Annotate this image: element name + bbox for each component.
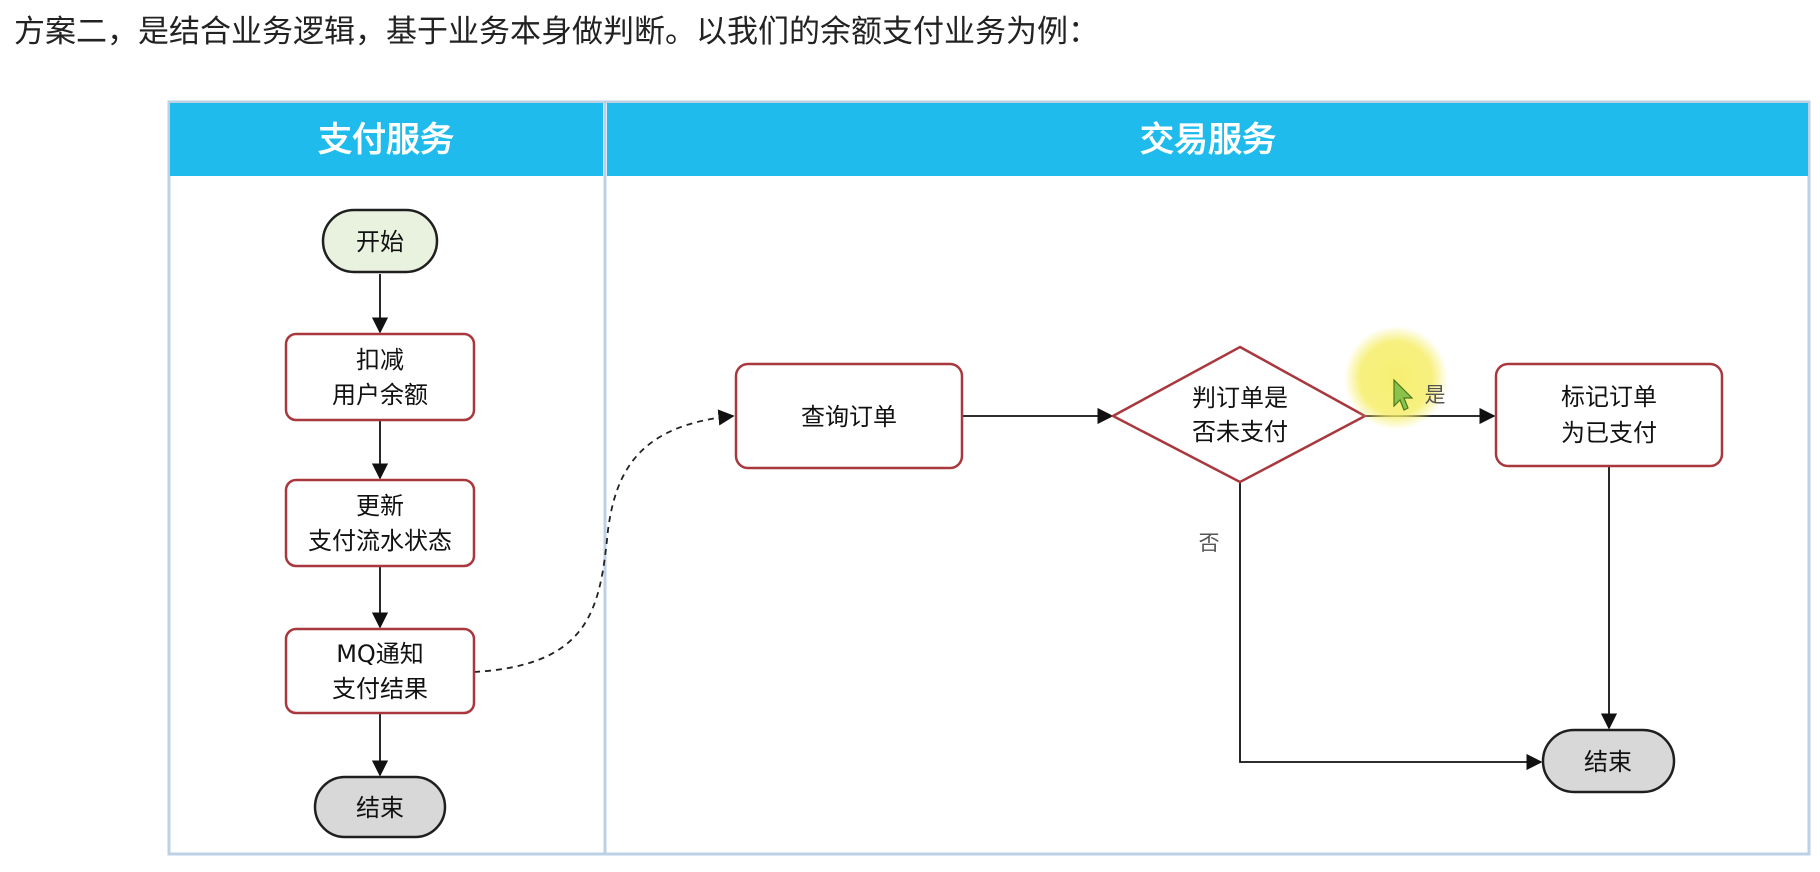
edge-label-no: 否 xyxy=(1199,531,1220,555)
lane-header-payment xyxy=(170,103,603,176)
cursor-pointer-icon xyxy=(1393,378,1414,411)
node-update-label-2: 支付流水状态 xyxy=(308,527,452,555)
node-deduct-label-1: 扣减 xyxy=(356,346,404,374)
edge-check-end-no xyxy=(1239,481,1543,771)
node-start-label: 开始 xyxy=(356,228,404,256)
node-mq-label-2: 支付结果 xyxy=(332,675,428,703)
node-mark-label-2: 为已支付 xyxy=(1561,419,1657,447)
edge-label-yes: 是 xyxy=(1425,383,1446,407)
node-deduct-balance xyxy=(284,332,476,422)
node-end-payment xyxy=(313,775,447,839)
node-end-trade-label: 结束 xyxy=(1584,748,1632,776)
lane-title-payment: 支付服务 xyxy=(318,120,454,160)
node-end-payment-label: 结束 xyxy=(356,794,404,822)
node-deduct-label-2: 用户余额 xyxy=(332,381,428,409)
node-query-label: 查询订单 xyxy=(801,403,897,431)
node-check-unpaid xyxy=(1110,345,1368,484)
swimlane-frame xyxy=(167,100,1811,856)
lane-header-trade xyxy=(607,103,1808,176)
cursor-highlight xyxy=(1344,326,1448,430)
node-update-label-1: 更新 xyxy=(356,492,404,520)
node-end-trade xyxy=(1541,728,1676,794)
node-mark-paid xyxy=(1494,362,1724,468)
node-mq-notify xyxy=(284,627,476,715)
lane-title-trade: 交易服务 xyxy=(1140,120,1276,160)
node-check-label-1: 判订单是 xyxy=(1192,384,1288,412)
intro-text: 方案二，是结合业务逻辑，基于业务本身做判断。以我们的余额支付业务为例： xyxy=(14,14,1099,50)
node-start xyxy=(321,208,439,274)
edge-mq-query-message xyxy=(473,409,735,673)
node-check-label-2: 否未支付 xyxy=(1192,418,1288,446)
node-mq-label-1: MQ通知 xyxy=(336,640,424,668)
node-query-order xyxy=(734,362,964,470)
node-mark-label-1: 标记订单 xyxy=(1561,383,1657,411)
node-update-status xyxy=(284,478,476,568)
